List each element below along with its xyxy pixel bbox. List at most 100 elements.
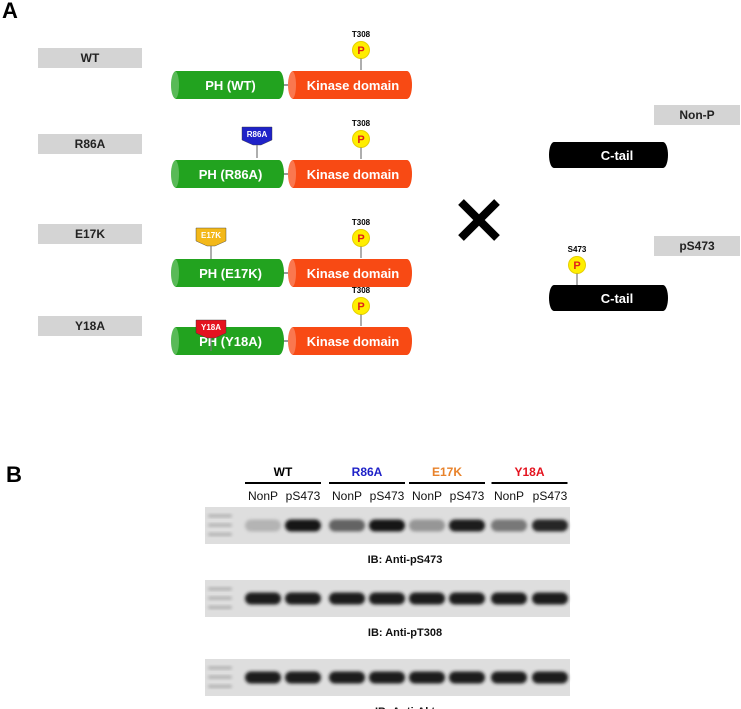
band (409, 519, 445, 532)
mutation-flag-label: E17K (201, 231, 221, 240)
lane-label: NonP (494, 489, 524, 503)
band (409, 592, 445, 605)
lane-label: NonP (412, 489, 442, 503)
band (449, 592, 485, 605)
group-header-wt: WT (245, 465, 321, 484)
lane-label: NonP (248, 489, 278, 503)
ph-domain-label: PH (WT) (205, 78, 256, 93)
ph-domain: PH (Y18A) (171, 327, 284, 355)
ctail-body (549, 142, 668, 168)
group-header-e17k: E17K (409, 465, 485, 484)
kinase-domain: Kinase domain (288, 71, 412, 99)
mutation-flag-label: Y18A (201, 323, 221, 332)
lane-label: NonP (332, 489, 362, 503)
ph-domain: PH (E17K) (171, 259, 284, 287)
band (532, 592, 568, 605)
band (285, 592, 321, 605)
band (329, 519, 365, 532)
group-header-r86a: R86A (329, 465, 405, 484)
ctail-name-box (654, 105, 740, 125)
band (369, 671, 405, 684)
ctail-non-p: Non-P C-tail (549, 105, 740, 168)
construct-name: R86A (75, 137, 106, 151)
ctail-name: Non-P (679, 108, 714, 122)
lane-label: pS473 (533, 489, 568, 503)
blot-caption: IB: Anti-pT308 (368, 627, 442, 639)
panel-a-label: A (2, 0, 18, 23)
ctail-name-box (654, 236, 740, 256)
blot-3: IB: Anti-Akt (205, 659, 570, 709)
phospho-t308-symbol: P (357, 301, 364, 313)
group-name: E17K (432, 465, 462, 479)
band (369, 519, 405, 532)
ctail-body (549, 285, 668, 311)
mutation-flag: E17K (195, 227, 227, 259)
kinase-domain-label: Kinase domain (307, 334, 400, 349)
mutation-flag-label: R86A (247, 130, 268, 139)
band (245, 592, 281, 605)
ctail-label: C-tail (601, 148, 634, 163)
phospho-t308-site-label: T308 (352, 119, 371, 128)
kinase-domain: Kinase domain (288, 327, 412, 355)
group-name: R86A (352, 465, 383, 479)
band (491, 519, 527, 532)
construct-name: Y18A (75, 319, 105, 333)
phospho-s473-site-label: S473 (568, 245, 587, 254)
phospho-t308-symbol: P (357, 45, 364, 57)
blot-caption: IB: Anti-pS473 (368, 554, 443, 566)
band (532, 519, 568, 532)
cross-mark (458, 199, 500, 241)
band (285, 519, 321, 532)
ctail-name: pS473 (679, 239, 715, 253)
construct-name-box (38, 134, 142, 154)
mutation-flag: Y18A (195, 319, 227, 351)
construct-name: WT (81, 51, 100, 65)
lane-label: pS473 (370, 489, 405, 503)
ph-domain-label: PH (E17K) (199, 266, 262, 281)
phospho-s473-symbol: P (573, 260, 580, 272)
construct-name-box (38, 224, 142, 244)
phospho-t308-symbol: P (357, 134, 364, 146)
phospho-t308-site-label: T308 (352, 218, 371, 227)
band (409, 671, 445, 684)
band (532, 671, 568, 684)
band (369, 592, 405, 605)
construct-name-box (38, 316, 142, 336)
blot-2: IB: Anti-pT308 (205, 580, 570, 639)
lane-label: pS473 (286, 489, 321, 503)
kinase-domain-label: Kinase domain (307, 78, 400, 93)
band (491, 592, 527, 605)
band (245, 519, 281, 532)
panel-b-label: B (6, 462, 22, 487)
blot-caption: IB: Anti-Akt (375, 706, 435, 709)
ph-domain: PH (R86A) (171, 160, 284, 188)
kinase-domain-label: Kinase domain (307, 266, 400, 281)
band (449, 519, 485, 532)
band (285, 671, 321, 684)
band (329, 592, 365, 605)
band (491, 671, 527, 684)
band (449, 671, 485, 684)
blot-1: IB: Anti-pS473 (205, 507, 570, 566)
group-name: Y18A (514, 465, 544, 479)
ctail-label: C-tail (601, 291, 634, 306)
kinase-domain-label: Kinase domain (307, 167, 400, 182)
group-header-y18a: Y18A (491, 465, 568, 484)
mutation-flag: R86A (241, 126, 273, 158)
construct-name: E17K (75, 227, 105, 241)
kinase-domain: Kinase domain (288, 160, 412, 188)
lane-label: pS473 (450, 489, 485, 503)
kinase-domain: Kinase domain (288, 259, 412, 287)
